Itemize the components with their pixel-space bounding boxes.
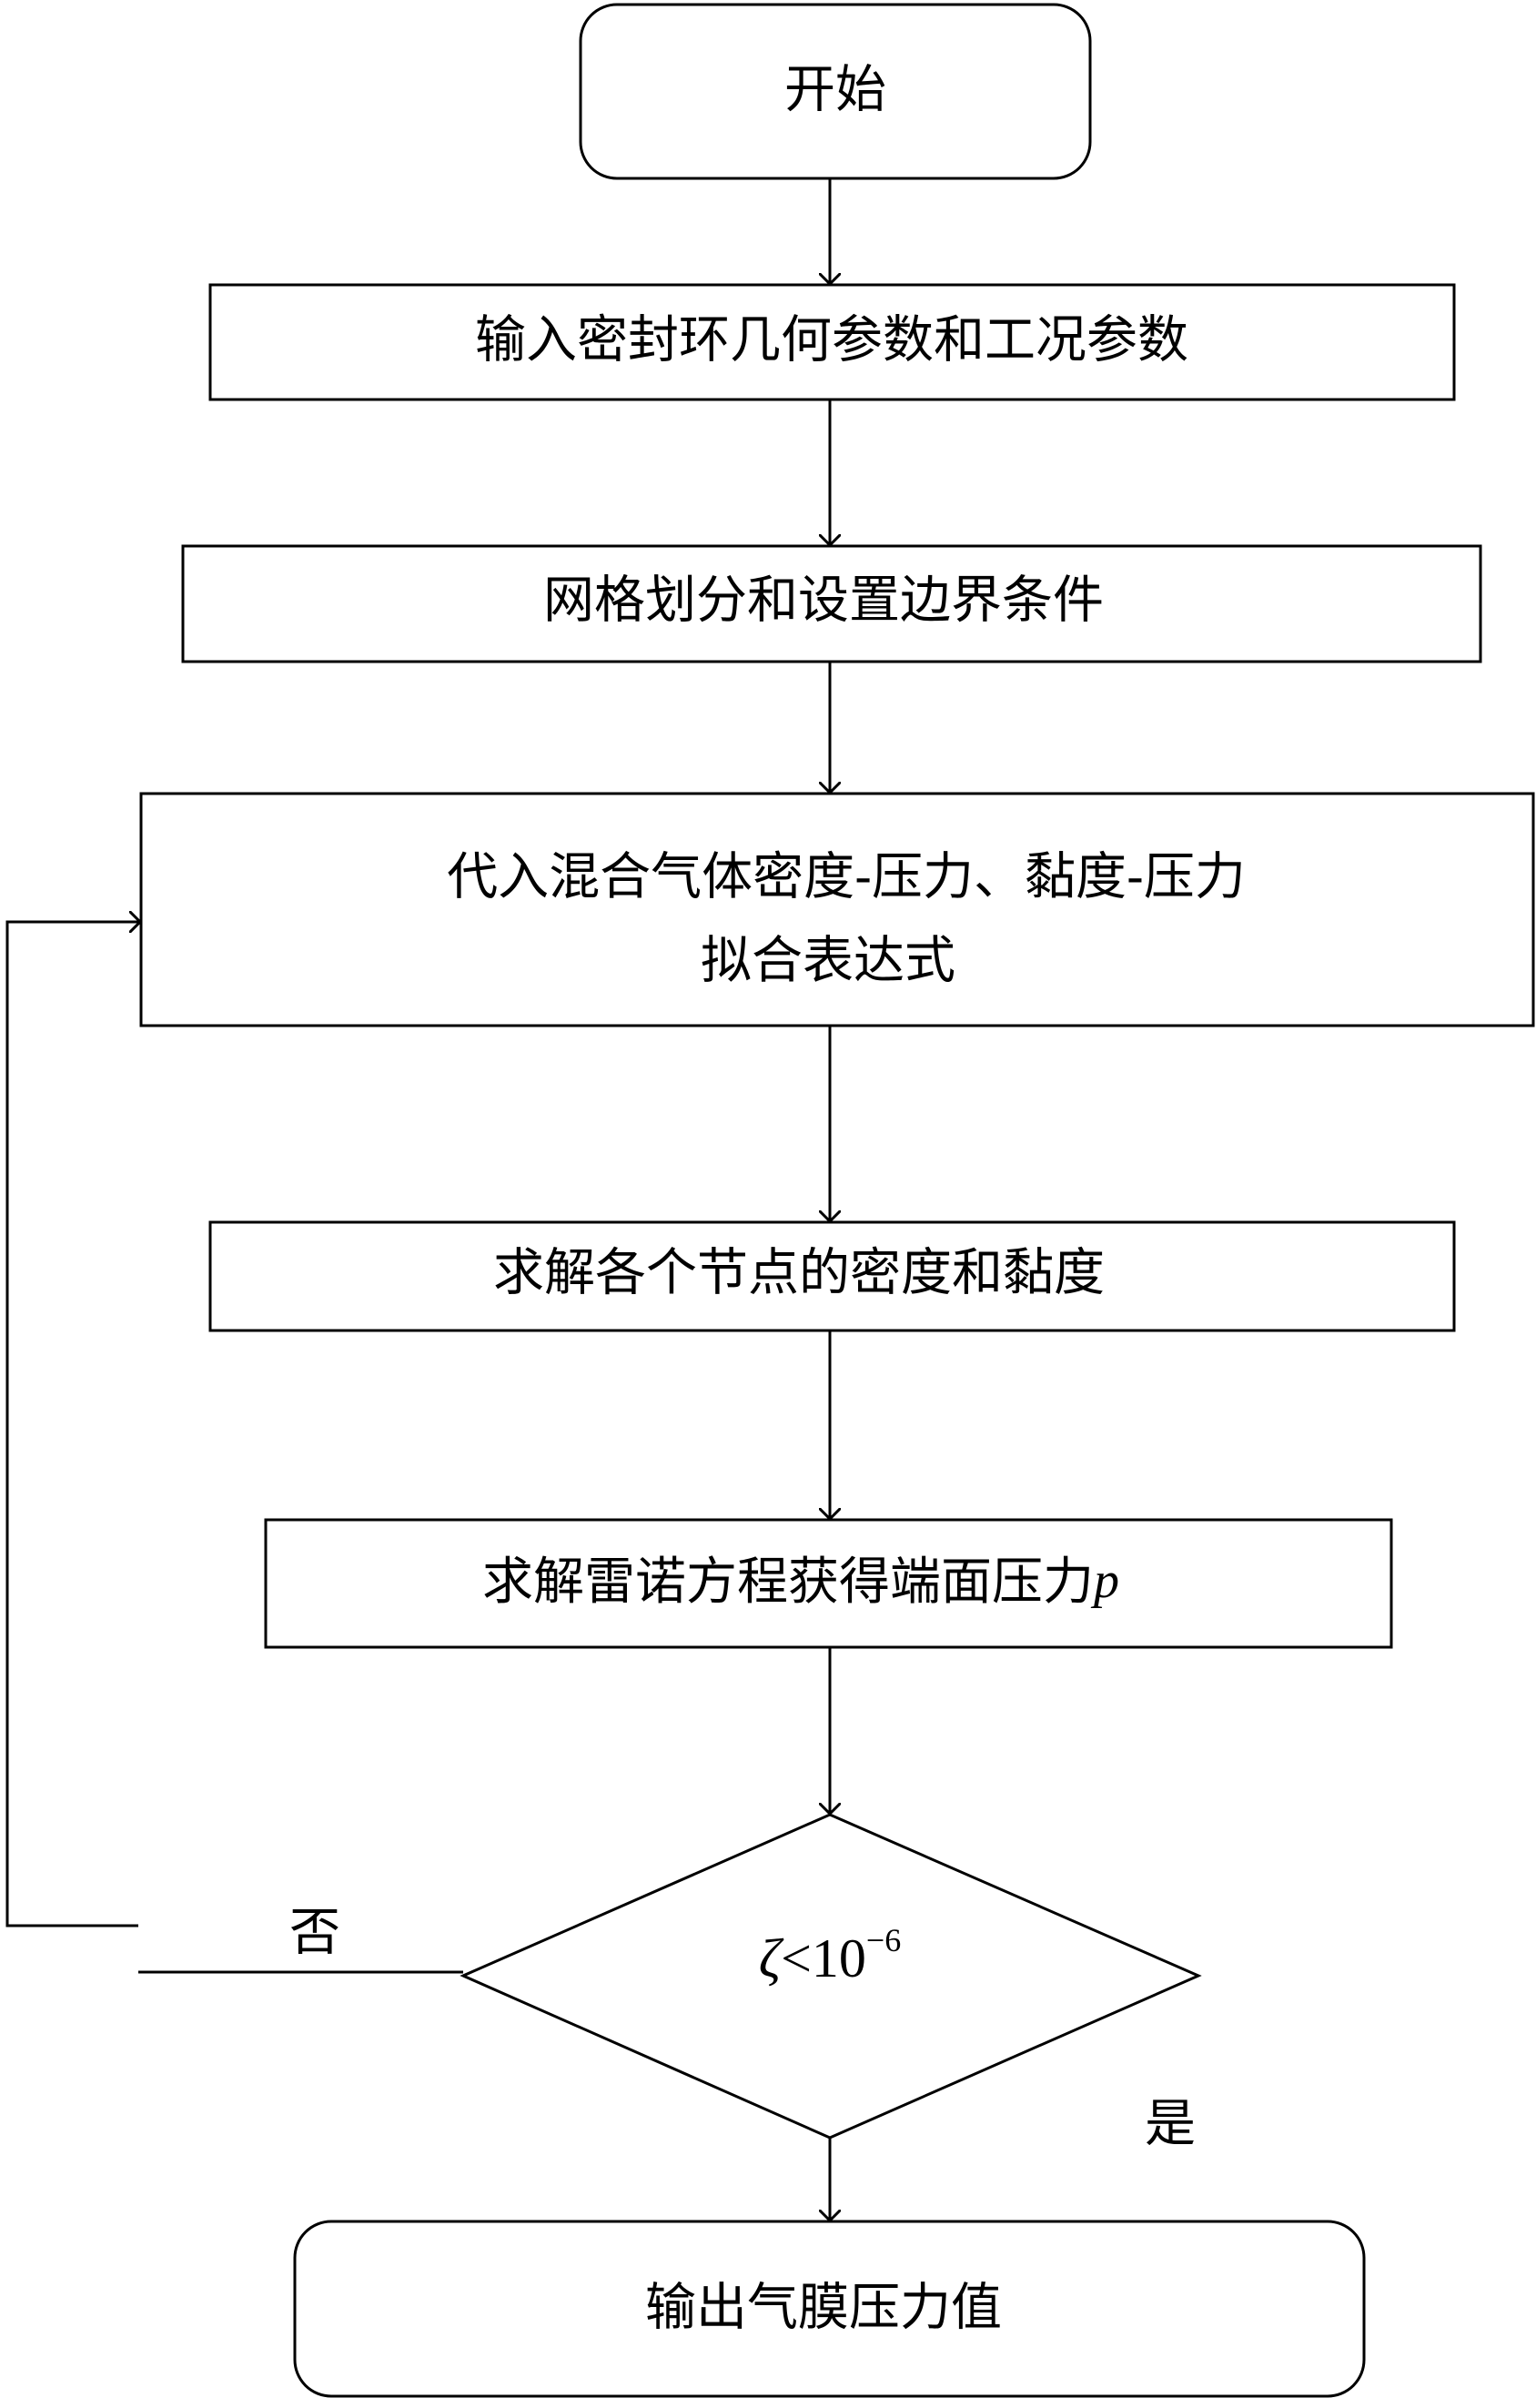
convergence-decision	[460, 1813, 1202, 2140]
end-label: 输出气膜压力值	[645, 2279, 1002, 2338]
yes-label: 是	[1145, 2095, 1196, 2154]
step-fitting-expressions	[139, 792, 1535, 1027]
step-input-parameters-label: 输入密封环几何参数和工况参数	[475, 311, 1188, 370]
start-label: 开始	[784, 61, 886, 120]
step-solve-reynolds-label: 求解雷诺方程获得端面压力p	[482, 1553, 1119, 1612]
convergence-condition: ζ<10−6	[759, 1922, 901, 1988]
end-node	[293, 2220, 1366, 2398]
no-label: 否	[289, 1904, 340, 1963]
step-solve-reynolds	[264, 1518, 1393, 1649]
start-node	[579, 3, 1092, 180]
step-meshing-label: 网格划分和设置边界条件	[543, 572, 1104, 631]
step-input-parameters	[208, 283, 1456, 401]
step-solve-density-viscosity	[208, 1220, 1456, 1332]
step-solve-density-viscosity-label: 求解各个节点的密度和黏度	[493, 1244, 1105, 1303]
step-fitting-line1: 代入混合气体密度-压力、黏度-压力	[447, 848, 1246, 907]
step-fitting-line2: 拟合表达式	[701, 932, 955, 991]
loop-back-arrow	[5, 922, 139, 1927]
step-meshing	[181, 544, 1482, 663]
